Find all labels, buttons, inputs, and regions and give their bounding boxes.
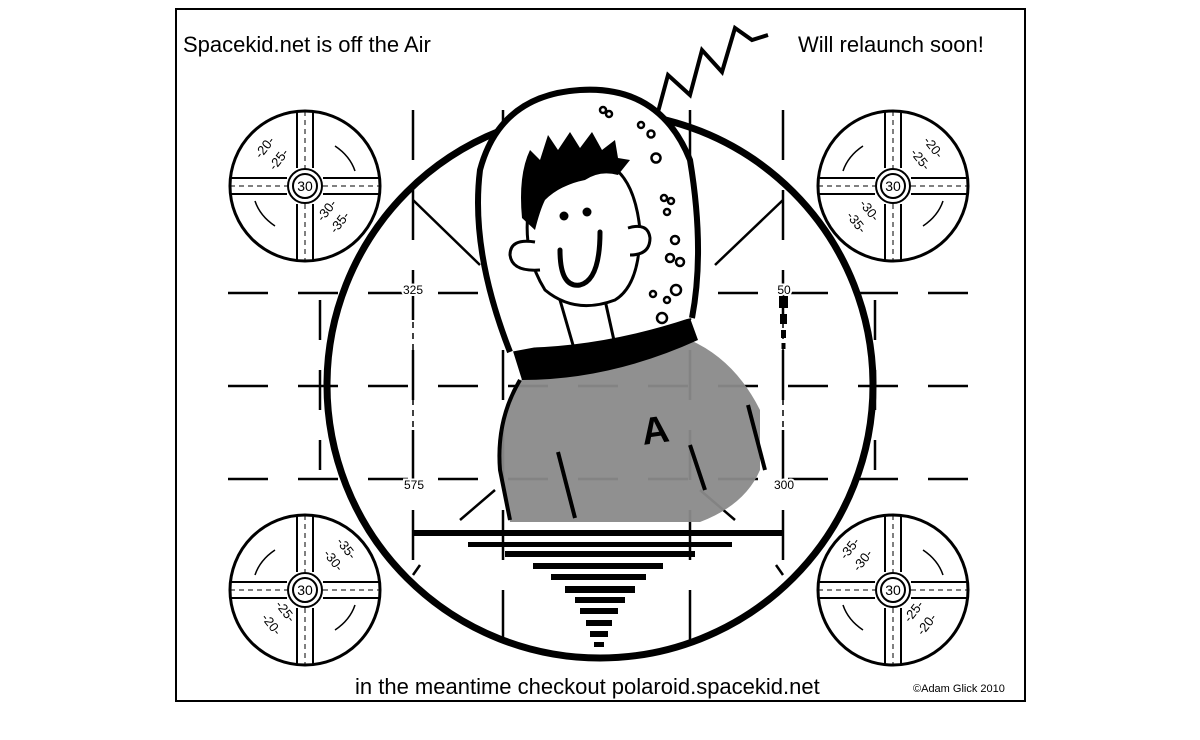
corner-dial-bottom-left [228,513,382,667]
shirt-letter: A [639,408,672,453]
header-off-air-text: Spacekid.net is off the Air [183,32,431,57]
dial-tl-center: 30 [297,178,313,194]
hair [521,132,630,230]
header-relaunch-text: Will relaunch soon! [798,32,984,57]
helmet-collar [512,318,698,380]
spacekid-character: A [475,24,769,522]
right-eye [582,207,592,217]
corner-dial-top-left [228,109,382,263]
frequency-bars [413,530,784,647]
corner-dial-bottom-right [816,513,970,667]
label-575: 575 [404,478,424,492]
dial-br-center: 30 [885,582,901,598]
smile [557,229,603,288]
antenna-zigzag [656,24,769,113]
copyright-text: ©Adam Glick 2010 [913,683,1005,695]
helmet-bubbles [598,105,686,325]
resolution-ticks [412,300,784,475]
footer-checkout-link-text: in the meantime checkout polaroid.spacek… [355,674,820,699]
right-ear [627,224,652,257]
dial-tr-center: 30 [885,178,901,194]
label-50: 50 [777,283,791,297]
label-300: 300 [774,478,794,492]
left-eye [559,211,569,221]
label-325: 325 [403,283,423,297]
left-ear [508,239,541,272]
corner-dial-top-right [816,109,970,263]
test-pattern-frame [175,8,1026,702]
dial-bl-center: 30 [297,582,313,598]
